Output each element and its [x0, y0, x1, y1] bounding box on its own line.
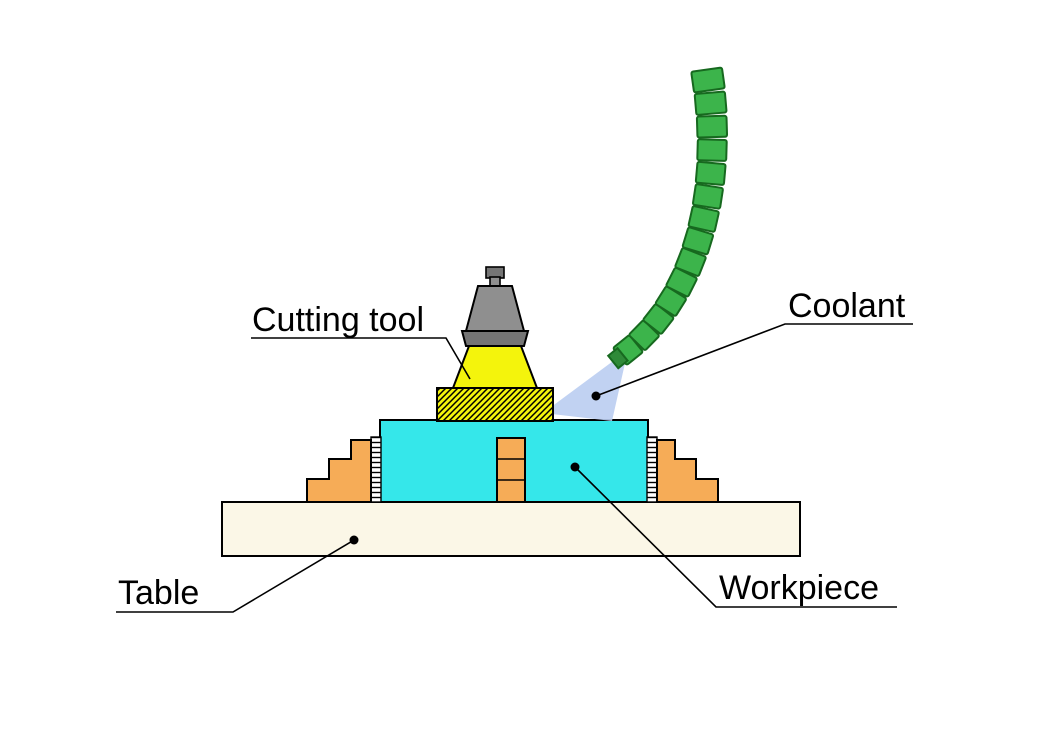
hose-segment	[692, 183, 724, 210]
tool-taper	[464, 285, 526, 332]
clamp-left	[306, 439, 372, 503]
hose-segment	[696, 138, 728, 162]
hose-segment	[694, 160, 727, 186]
label-cutting-tool: Cutting tool	[252, 301, 424, 339]
leader-dot-coolant	[591, 391, 601, 401]
leader-cutting-tool	[251, 337, 471, 380]
cutting-tool-assembly	[436, 266, 554, 422]
hose-segment	[695, 114, 729, 139]
hose-segment	[674, 247, 707, 277]
leader-dot-table	[349, 535, 359, 545]
tool-flange	[460, 330, 530, 347]
table	[221, 501, 801, 557]
coolant-spray	[543, 350, 628, 421]
callouts: Cutting tool Coolant Table Workpiece	[116, 287, 913, 613]
coolant-hose	[606, 66, 729, 370]
hose-segment	[681, 226, 714, 256]
label-workpiece: Workpiece	[719, 569, 879, 607]
clamp-center	[496, 437, 526, 503]
serration-left	[370, 436, 382, 503]
cutting-tool-hob	[436, 387, 554, 422]
hose-nozzle-tip	[606, 346, 630, 370]
leader-table	[116, 539, 355, 613]
leader-coolant	[595, 323, 913, 397]
clamp-center-block	[496, 437, 526, 503]
hose-segment	[693, 90, 728, 116]
tool-collar	[451, 345, 539, 389]
label-table: Table	[118, 574, 199, 612]
hose-segment	[690, 66, 726, 94]
hose-segment	[665, 266, 698, 298]
clamp-right	[656, 439, 719, 503]
label-coolant: Coolant	[788, 287, 906, 325]
leader-dot-workpiece	[570, 462, 580, 472]
leader-workpiece	[574, 466, 897, 608]
serration-right	[646, 436, 658, 503]
hose-segment	[687, 205, 720, 233]
